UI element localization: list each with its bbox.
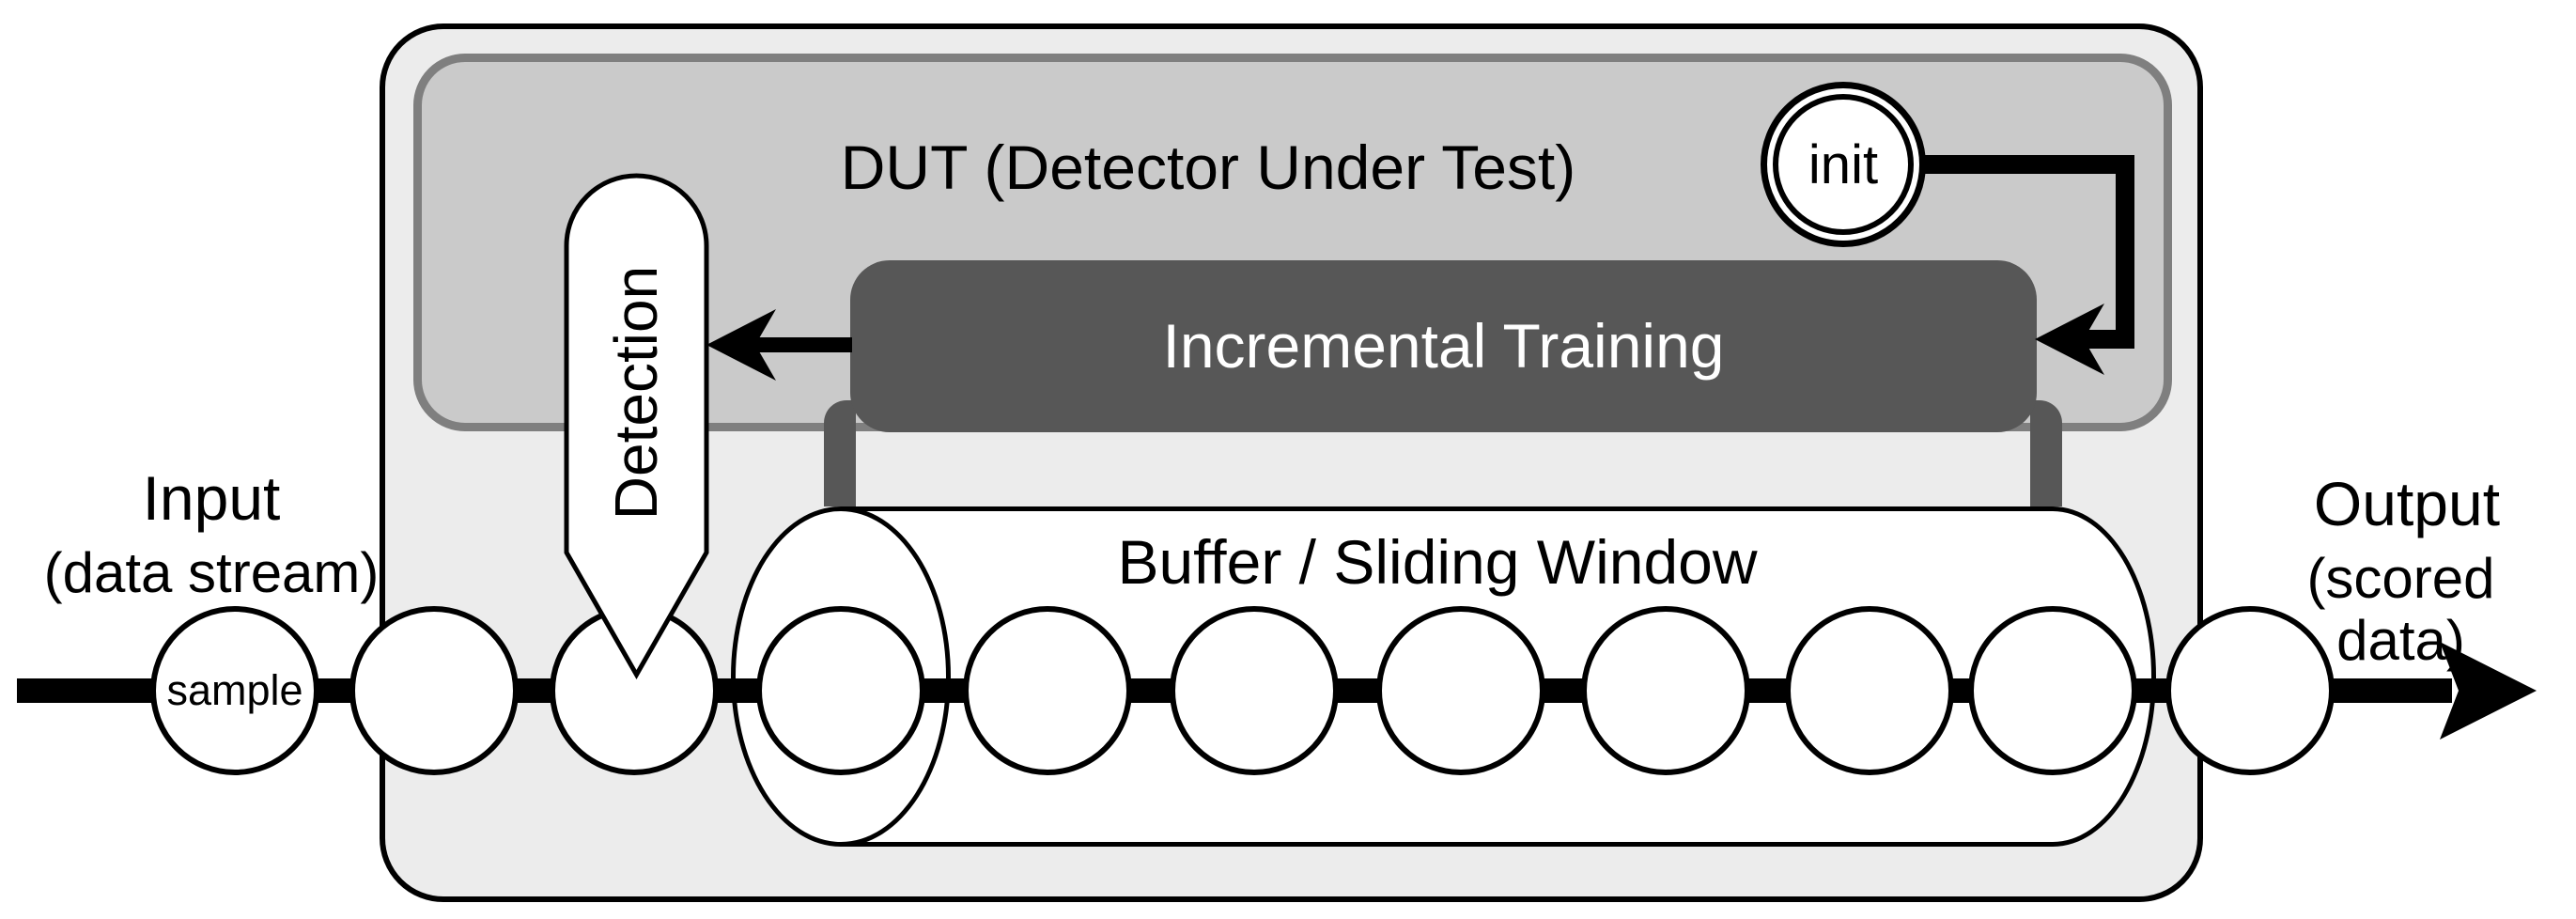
sample-label: sample — [166, 666, 303, 714]
stream-circle-in-window — [756, 606, 925, 775]
stream-circle-in-buffer — [1785, 606, 1954, 775]
incremental-training-box: Incremental Training — [850, 260, 2037, 432]
incremental-training-label: Incremental Training — [1162, 311, 1725, 381]
dut-label: DUT (Detector Under Test) — [840, 132, 1576, 202]
stream-circle-in-buffer — [1968, 606, 2137, 775]
training-buffer-left-connector — [824, 400, 856, 506]
stream-circle-in-buffer — [1376, 606, 1545, 775]
training-buffer-right-connector — [2030, 400, 2062, 506]
init-label: init — [1808, 133, 1879, 195]
output-circle — [2165, 606, 2335, 775]
output-sublabel: (scored data) — [2306, 547, 2495, 672]
stream-circle-in-buffer — [963, 606, 1132, 775]
output-label: Output — [2313, 469, 2501, 538]
stream-circle-in-buffer — [1170, 606, 1339, 775]
input-sublabel: (data stream) — [43, 541, 380, 604]
init-connector-vertical-segment — [2116, 155, 2134, 349]
init-state-circle: init — [1761, 82, 1926, 247]
sample-circle: sample — [150, 606, 319, 775]
stream-circle — [349, 606, 519, 775]
init-state-inner-circle: init — [1773, 94, 1914, 235]
init-connector-top-segment — [1916, 155, 2134, 174]
stream-circle-in-buffer — [1581, 606, 1750, 775]
input-label: Input — [142, 463, 281, 533]
stream-circle — [550, 606, 719, 775]
buffer-label: Buffer / Sliding Window — [1117, 527, 1758, 597]
init-connector-bottom-segment — [2078, 330, 2134, 349]
